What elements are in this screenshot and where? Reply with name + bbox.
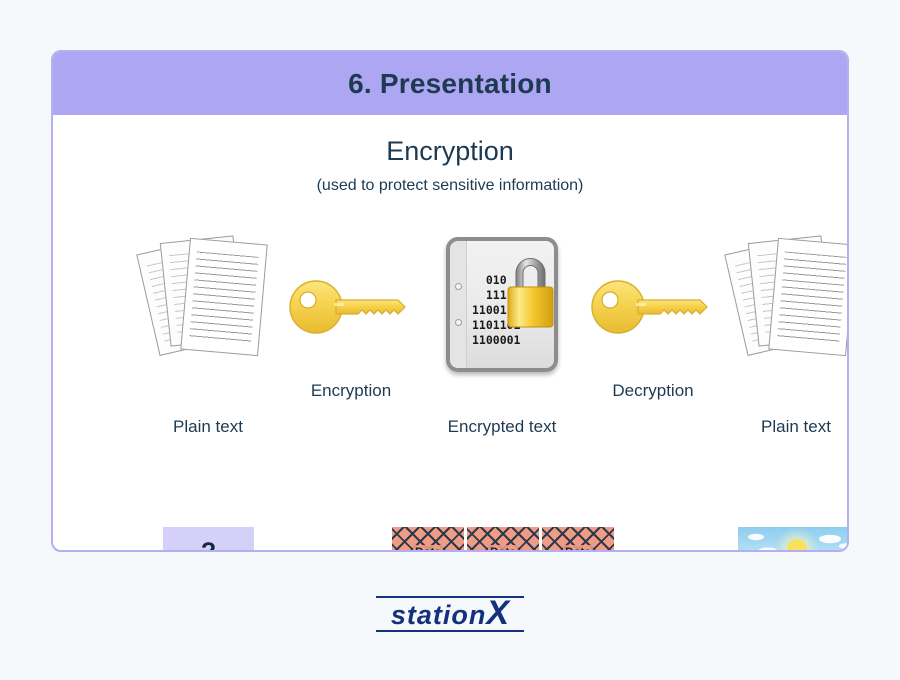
encryption-flow-diagram: Plain text bbox=[53, 235, 847, 457]
data-tile-label: Data bbox=[487, 545, 518, 550]
node-caption-encrypted-text: Encrypted text bbox=[447, 417, 557, 436]
data-tile: Data bbox=[542, 527, 614, 550]
data-tile: Data bbox=[392, 527, 464, 550]
footer: stationX bbox=[0, 596, 900, 632]
logo-text: stationX bbox=[376, 596, 524, 630]
paper-sheet bbox=[180, 237, 268, 357]
logo-text-accent: X bbox=[486, 594, 510, 632]
data-tile-label: Data bbox=[412, 545, 443, 550]
unknown-data-box: ? bbox=[163, 527, 254, 550]
node-caption-encryption: Encryption bbox=[310, 381, 392, 400]
encrypted-doc-frame: 010 111 1100110 1101101 1100001 bbox=[446, 237, 558, 372]
locked-document-icon: 010 111 1100110 1101101 1100001 bbox=[443, 237, 561, 377]
stationx-logo[interactable]: stationX bbox=[376, 596, 524, 632]
landscape-thumbnail bbox=[738, 527, 847, 550]
padlock-icon bbox=[503, 251, 554, 336]
node-caption-plain-text-left: Plain text bbox=[173, 417, 243, 436]
diagram-node-plain-text-right: Plain text bbox=[724, 235, 847, 436]
logo-top-bar bbox=[376, 596, 524, 598]
card-body: Encryption (used to protect sensitive in… bbox=[53, 136, 847, 550]
node-caption-decryption: Decryption bbox=[612, 381, 694, 400]
page-title: 6. Presentation bbox=[348, 67, 552, 99]
diagram-node-decryption: Decryption bbox=[588, 237, 718, 401]
key-icon bbox=[286, 237, 416, 377]
artifacts-row: ? Data Data Data bbox=[53, 527, 847, 550]
data-tile: Data bbox=[467, 527, 539, 550]
card-header: 6. Presentation bbox=[53, 52, 847, 115]
section-title: Encryption bbox=[386, 136, 514, 166]
presentation-card: 6. Presentation Encryption (used to prot… bbox=[51, 50, 849, 552]
data-tile-label: Data bbox=[562, 545, 593, 550]
logo-bottom-bar bbox=[376, 630, 524, 632]
section-subtitle: (used to protect sensitive information) bbox=[316, 176, 584, 194]
paper-sheet bbox=[768, 237, 847, 357]
diagram-node-encrypted-text: 010 111 1100110 1101101 1100001 bbox=[443, 237, 561, 436]
punch-hole bbox=[455, 283, 462, 290]
logo-text-main: station bbox=[390, 600, 487, 630]
paper-stack-icon bbox=[724, 235, 847, 377]
key-icon bbox=[588, 237, 718, 377]
node-caption-plain-text-right: Plain text bbox=[761, 417, 831, 436]
punch-hole bbox=[455, 319, 462, 326]
diagram-node-encryption: Encryption bbox=[286, 237, 416, 401]
paper-stack-icon bbox=[136, 235, 273, 377]
diagram-node-plain-text-left: Plain text bbox=[136, 235, 273, 436]
